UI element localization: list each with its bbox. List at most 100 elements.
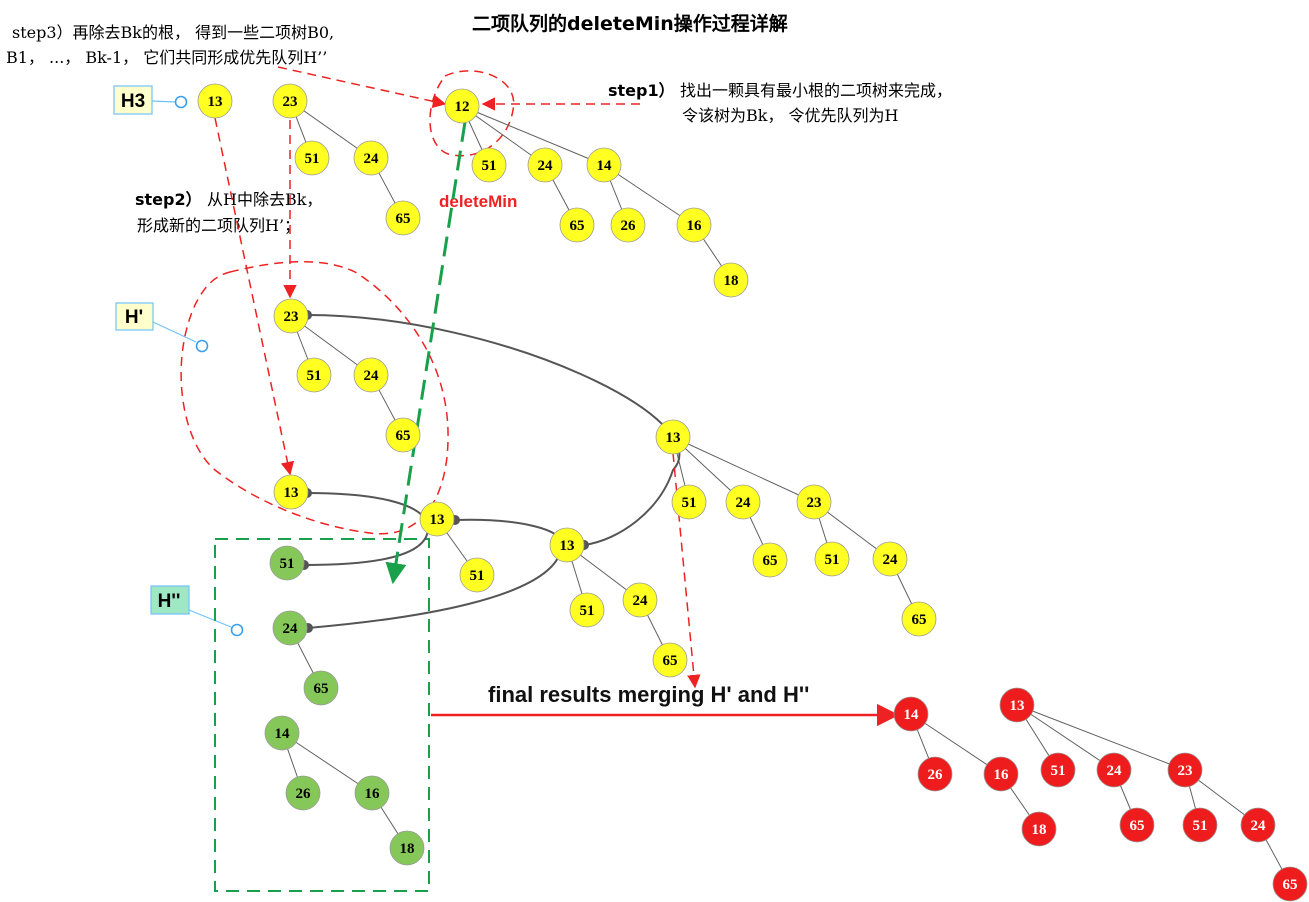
tree-node: 16 [676,207,712,243]
svg-text:23: 23 [284,309,299,325]
svg-text:18: 18 [1032,822,1047,838]
svg-text:26: 26 [621,218,637,234]
svg-text:14: 14 [904,707,920,723]
tree-node: 13 [197,83,233,119]
tree-node: 24 [872,541,908,577]
svg-text:13: 13 [1010,698,1025,714]
svg-text:51: 51 [825,552,840,568]
nodes: 13 23 51 24 65 12 51 24 14 65 26 16 18 2… [197,83,1308,902]
svg-text:26: 26 [296,786,312,802]
svg-text:51: 51 [305,151,320,167]
tree-node: 24 [272,610,308,646]
tree-node: 65 [385,200,421,236]
tree-node: 65 [385,417,421,453]
tree-node: 65 [1272,866,1308,902]
tree-node: 51 [294,140,330,176]
tree-node: 23 [273,298,309,334]
tag-h3-label: H3 [121,91,145,112]
svg-text:12: 12 [455,99,470,115]
svg-text:13: 13 [208,94,223,110]
svg-text:24: 24 [736,495,752,511]
outlines [180,70,515,892]
tree-node: 65 [303,670,339,706]
tree-node: 23 [272,83,308,119]
step1-text-line2: 令该树为Bk， 令优先队列为H [682,106,899,125]
step3-arrow [277,66,447,108]
tag-h-prime: H' [115,302,209,353]
svg-text:65: 65 [763,553,778,569]
tree-node: 65 [901,601,937,637]
tree-node: 13 [419,501,455,537]
svg-text:23: 23 [807,495,822,511]
tree-node: 24 [527,147,563,183]
svg-text:51: 51 [470,568,485,584]
tree-node: 65 [559,207,595,243]
svg-text:65: 65 [314,681,329,697]
process-arrows [214,66,900,727]
svg-text:65: 65 [1130,818,1145,834]
tree-node: 14 [264,715,300,751]
step2-heading: step2） [135,190,202,209]
svg-text:24: 24 [364,368,380,384]
step3-text-line1: step3）再除去Bk的根， 得到一些二项树B0, [12,23,334,42]
svg-text:18: 18 [724,273,739,289]
svg-text:51: 51 [580,603,595,619]
tree-node: 24 [622,582,658,618]
tree-node: 26 [285,775,321,811]
tree-node: 65 [1119,807,1155,843]
svg-text:18: 18 [400,841,415,857]
step2-text-line2: 形成新的二项队列H’； [137,216,300,235]
deletemin-label: deleteMin [439,192,517,211]
tree-node: 23 [796,484,832,520]
tag-h-double: H'' [150,585,244,637]
svg-text:24: 24 [1251,818,1267,834]
tree-node: 51 [471,147,507,183]
step1-heading: step1） [608,81,675,100]
tag-h3: H3 [113,85,188,115]
svg-text:16: 16 [687,218,703,234]
h-prime-outline [180,260,449,535]
step1-text-line1: 找出一颗具有最小根的二项树来完成， [680,81,952,100]
svg-text:23: 23 [1178,763,1193,779]
svg-text:65: 65 [396,428,411,444]
tree-node: 14 [586,147,622,183]
step2-arrow-b0 [214,117,295,476]
tree-node: 51 [269,545,305,581]
tree-node: 14 [893,696,929,732]
tree-node: 18 [713,262,749,298]
deletemin-arrow [385,121,467,585]
tree-node: 65 [652,642,688,678]
tree-node: 18 [1021,811,1057,847]
tree-node: 24 [1096,752,1132,788]
svg-text:65: 65 [663,653,678,669]
page-title: 二项队列的deleteMin操作过程详解 [472,12,788,35]
svg-text:65: 65 [1283,877,1298,893]
tree-node: 18 [389,830,425,866]
tree-node: 26 [917,756,953,792]
tree-node: 51 [569,592,605,628]
final-results-label: final results merging H' and H'' [488,682,809,707]
tree-node: 24 [353,357,389,393]
tree-node: 12 [444,88,480,124]
svg-text:24: 24 [1107,763,1123,779]
svg-text:13: 13 [284,485,299,501]
svg-text:65: 65 [570,218,585,234]
svg-text:16: 16 [365,786,381,802]
svg-text:24: 24 [538,158,554,174]
svg-text:51: 51 [307,368,322,384]
tree-node: 23 [1167,752,1203,788]
step2-text-line1: 从H中除去Bk， [207,190,322,209]
tree-node: 65 [752,542,788,578]
svg-text:51: 51 [1051,763,1066,779]
svg-text:24: 24 [883,552,899,568]
tree-node: 16 [354,775,390,811]
tree-node: 13 [549,527,585,563]
tree-node: 26 [610,207,646,243]
svg-text:13: 13 [430,512,445,528]
svg-text:24: 24 [283,621,299,637]
svg-text:65: 65 [912,612,927,628]
tree-node: 51 [1182,807,1218,843]
svg-text:51: 51 [682,495,697,511]
tree-node: 51 [814,541,850,577]
svg-text:24: 24 [364,151,380,167]
